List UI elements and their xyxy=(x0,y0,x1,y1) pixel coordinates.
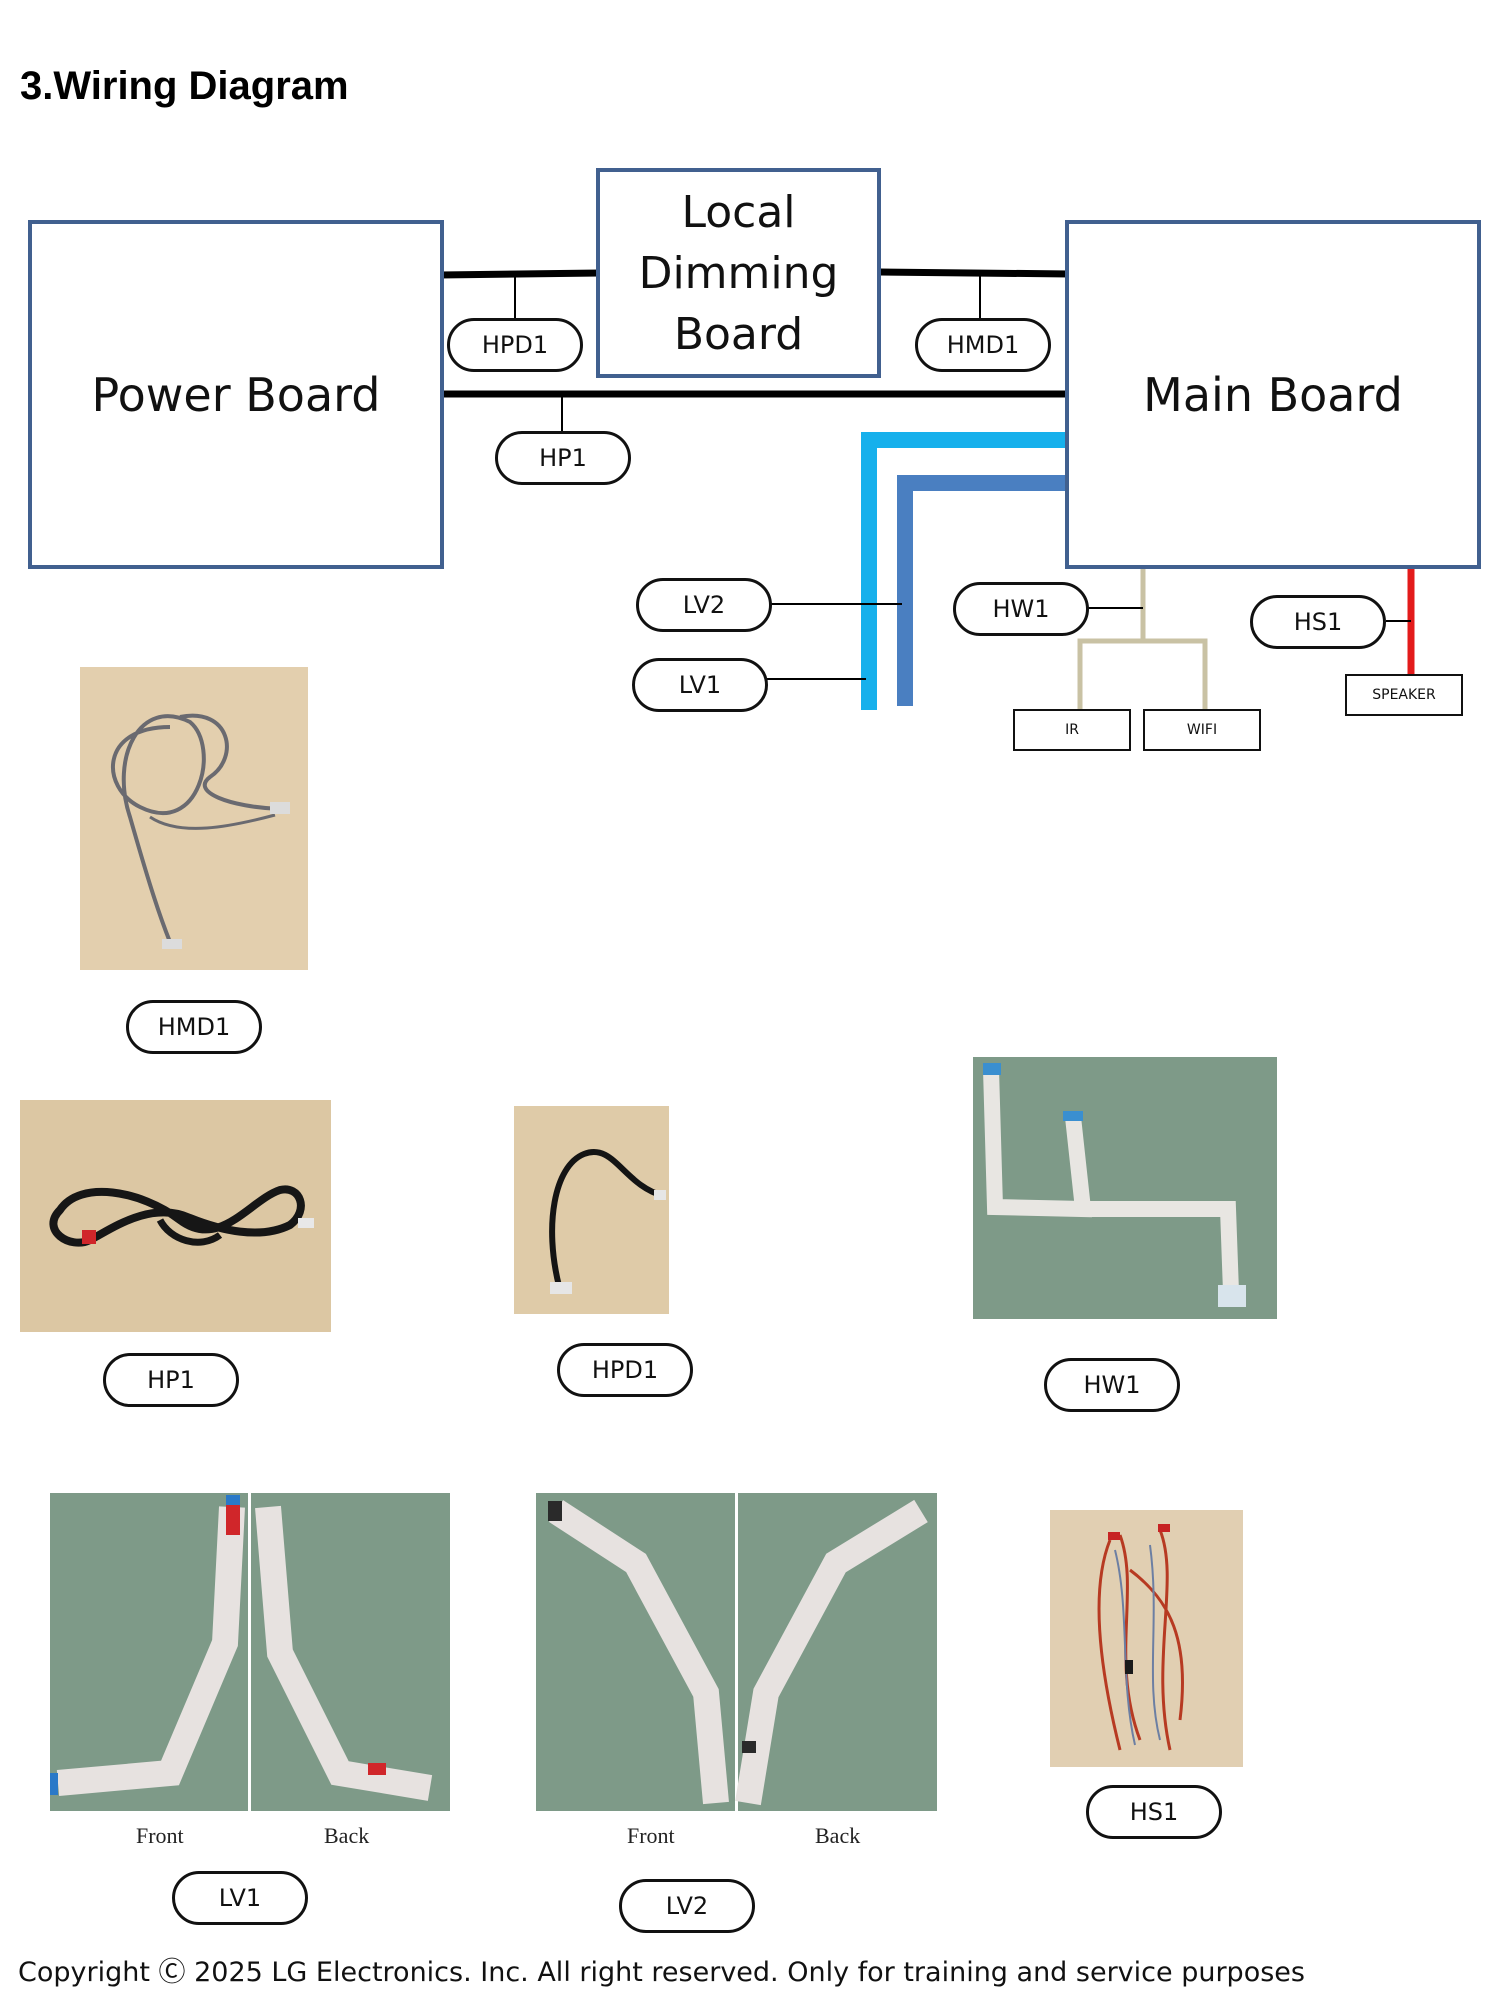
ir-box: IR xyxy=(1013,709,1131,751)
hp1-photo-label: HP1 xyxy=(103,1353,239,1407)
hs1-cable-photo xyxy=(1050,1510,1243,1767)
lv1-cable xyxy=(861,432,1070,710)
local-dimming-label-3: Board xyxy=(673,308,804,360)
lv2-back-caption: Back xyxy=(815,1823,861,1848)
main-board: Main Board xyxy=(1065,220,1481,569)
hs1-photo-label: HS1 xyxy=(1086,1785,1222,1839)
local-dimming-label-1: Local xyxy=(681,186,796,238)
connector-hp1: HP1 xyxy=(495,431,631,485)
copyright-notice: Copyright Ⓒ 2025 LG Electronics. Inc. Al… xyxy=(18,1957,1305,1988)
lv2-photo-label: LV2 xyxy=(619,1879,755,1933)
hw1-cable-wifi xyxy=(1143,638,1208,712)
lv2-cable-photo xyxy=(536,1493,937,1811)
lv1-cable-photo xyxy=(50,1493,450,1811)
hpd1-cable-photo xyxy=(514,1106,669,1314)
hpd1-photo-label: HPD1 xyxy=(557,1343,693,1397)
lv1-back-caption: Back xyxy=(324,1823,370,1848)
power-board-label: Power Board xyxy=(91,367,381,422)
hmd1-photo-label: HMD1 xyxy=(126,1000,262,1054)
speaker-box: SPEAKER xyxy=(1345,674,1463,716)
hpd1-wire xyxy=(439,269,601,279)
lv2-cable xyxy=(897,475,1070,706)
lv1-photo-label: LV1 xyxy=(172,1871,308,1925)
local-dimming-board: Local Dimming Board xyxy=(596,168,881,378)
hw1-cable-photo xyxy=(973,1057,1277,1319)
lv1-front-caption: Front xyxy=(136,1823,184,1848)
lv2-front-caption: Front xyxy=(627,1823,675,1848)
hmd1-cable-photo xyxy=(80,667,308,970)
page-title: 3.Wiring Diagram xyxy=(20,64,349,108)
wiring-lines xyxy=(439,268,1415,712)
hp1-cable-photo xyxy=(20,1100,331,1332)
hw1-photo-label: HW1 xyxy=(1044,1358,1180,1412)
connector-hpd1: HPD1 xyxy=(447,318,583,372)
connector-hw1: HW1 xyxy=(953,582,1089,636)
hmd1-wire xyxy=(879,268,1071,278)
local-dimming-label-2: Dimming xyxy=(638,247,839,299)
connector-lv1: LV1 xyxy=(632,658,768,712)
wifi-box: WIFI xyxy=(1143,709,1261,751)
power-board: Power Board xyxy=(28,220,444,569)
connector-hmd1: HMD1 xyxy=(915,318,1051,372)
connector-lv2: LV2 xyxy=(636,578,772,632)
connector-hs1: HS1 xyxy=(1250,595,1386,649)
hw1-cable xyxy=(1077,567,1146,712)
main-board-label: Main Board xyxy=(1143,367,1403,422)
